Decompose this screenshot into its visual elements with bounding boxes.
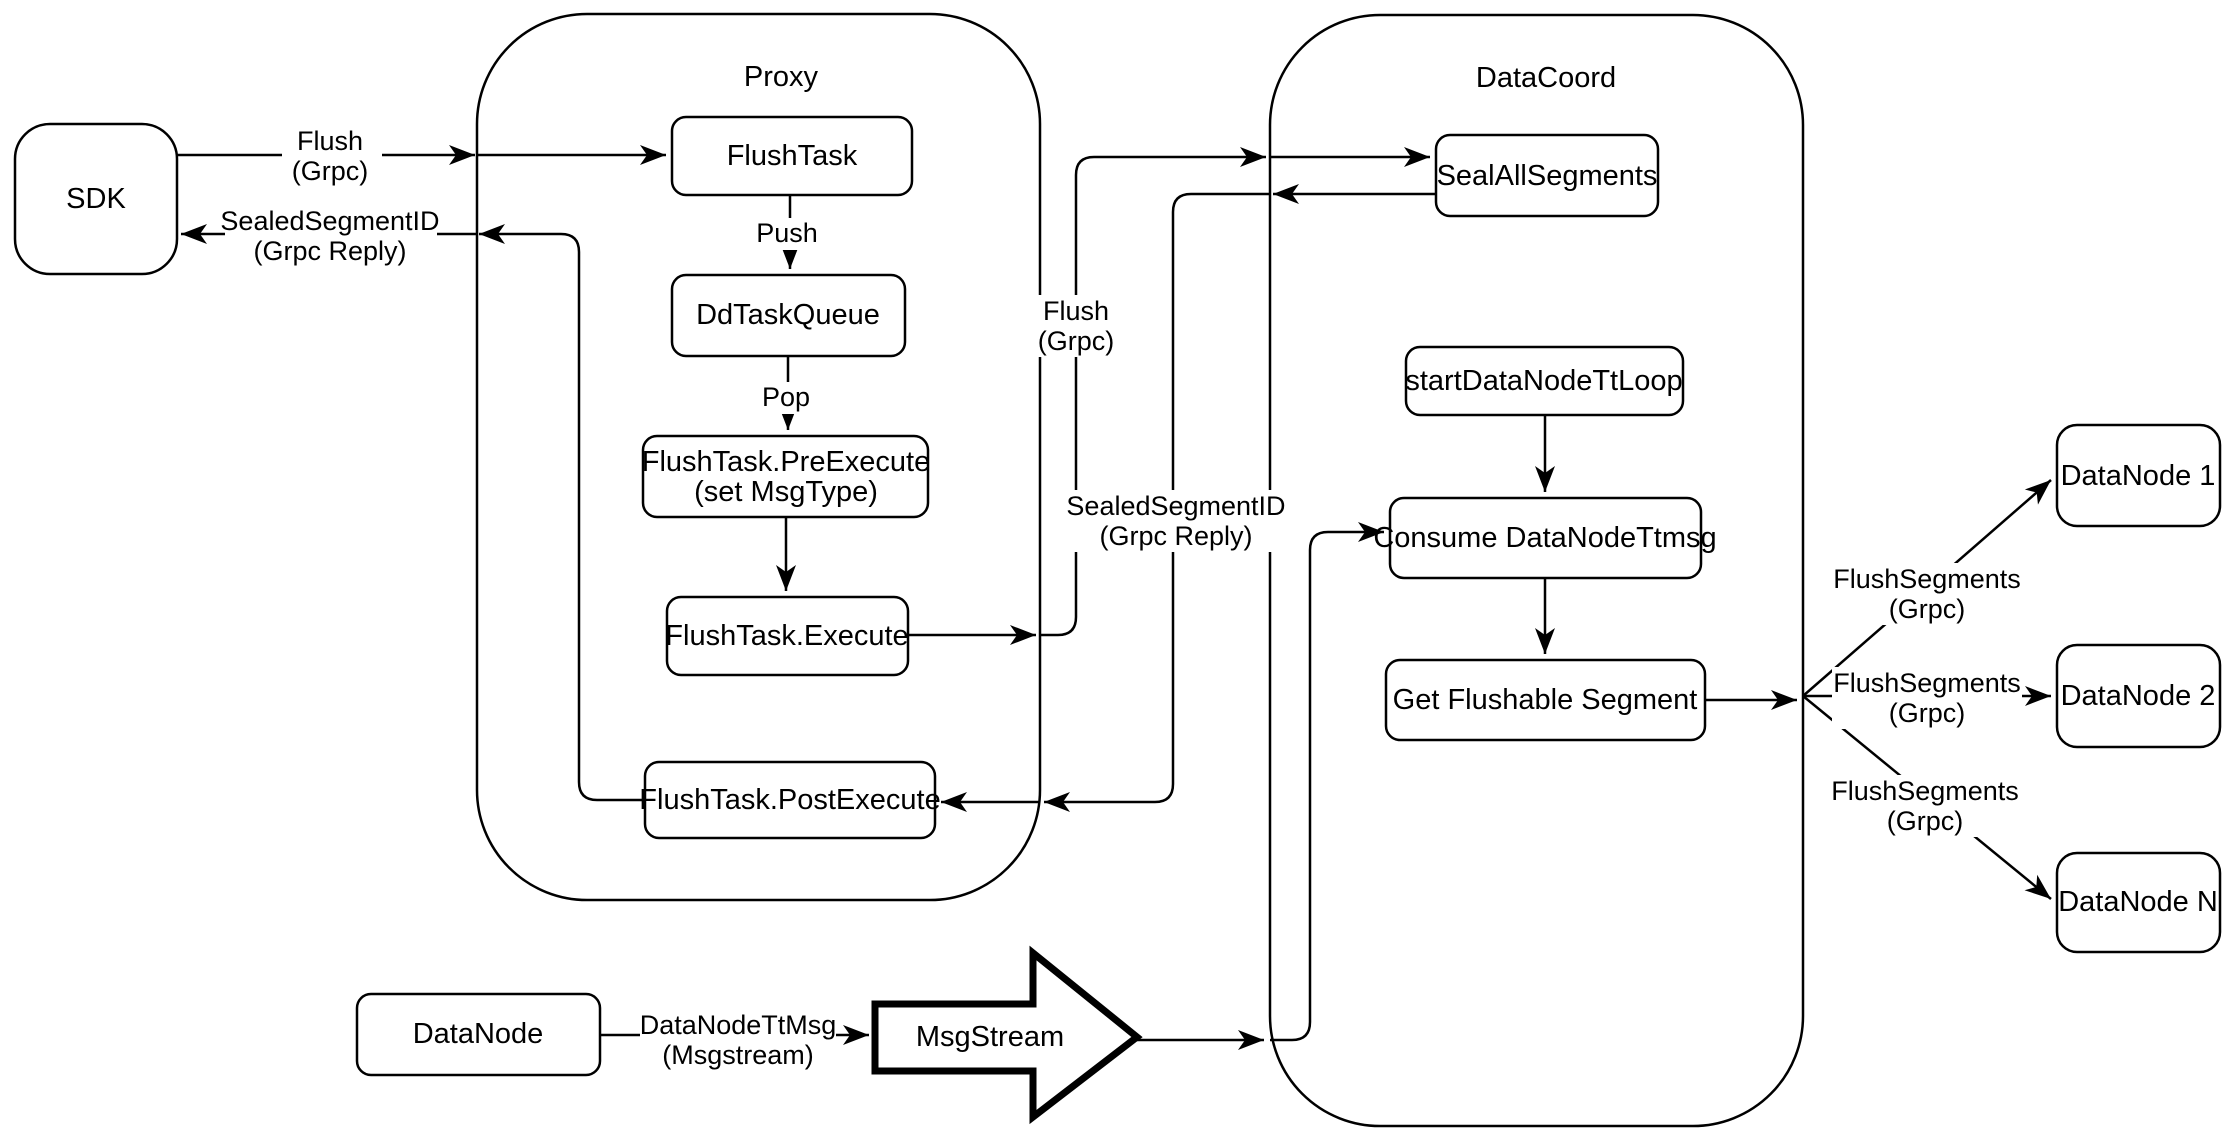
flush-grpc-mid-label-line1: Flush [1043, 296, 1109, 326]
sealedsegmentid-mid-label-line1: SealedSegmentID [1066, 491, 1285, 521]
push-label: Push [756, 218, 818, 248]
flush-grpc-sdk-label-line1: Flush [297, 126, 363, 156]
flushtask-label: FlushTask [727, 140, 858, 172]
label-bg [1070, 490, 1282, 552]
get-flushable-segment-node [1384, 658, 1707, 742]
datanode1-label: DataNode 1 [2061, 460, 2216, 492]
label-bg [755, 382, 819, 414]
preexecute-label-line1: FlushTask.PreExecute [642, 446, 931, 478]
sdk-label: SDK [66, 183, 126, 215]
get-flushable-segment-label: Get Flushable Segment [1393, 684, 1698, 716]
postexecute-node [643, 760, 937, 840]
consume-datanodettmsg-label: Consume DataNodeTtmsg [1373, 522, 1716, 554]
startdatanodettloop-node [1404, 345, 1685, 417]
msgstream-block-arrow [871, 945, 1143, 1125]
ddtaskqueue-node [670, 273, 907, 358]
label-bg [750, 218, 826, 250]
proxy-title: Proxy [744, 61, 819, 93]
startdatanodettloop-label: startDataNodeTtLoop [1405, 365, 1682, 397]
flushsegments-3-label-line1: FlushSegments [1831, 776, 2019, 806]
datanode2-node [2055, 643, 2222, 749]
execute-label: FlushTask.Execute [665, 620, 908, 652]
datanoden-node [2055, 851, 2222, 954]
datanoden-label: DataNode N [2058, 886, 2218, 918]
flushsegments-1-label-line1: FlushSegments [1833, 564, 2021, 594]
flushsegments-2-label-line1: FlushSegments [1833, 668, 2021, 698]
sealedsegmentid-sdk-label-line2: (Grpc Reply) [253, 236, 406, 266]
datanode1-node [2055, 423, 2222, 528]
datanode-label: DataNode [413, 1018, 544, 1050]
label-bg [225, 206, 437, 266]
flushsegments-2-label-line2: (Grpc) [1889, 698, 1966, 728]
label-bg [1028, 295, 1126, 357]
execute-node [665, 595, 910, 677]
label-bg [1832, 667, 2022, 729]
datanodettmsg-label-line1: DataNodeTtMsg [640, 1010, 837, 1040]
flushsegments-3-label-line2: (Grpc) [1887, 806, 1964, 836]
flush-grpc-mid-label-line2: (Grpc) [1038, 326, 1115, 356]
label-bg [1830, 775, 2020, 837]
preexecute-node [641, 434, 930, 519]
flushsegments-1-label-line2: (Grpc) [1889, 594, 1966, 624]
datanode2-label: DataNode 2 [2061, 680, 2216, 712]
ddtaskqueue-label: DdTaskQueue [696, 299, 880, 331]
preexecute-label-line2: (set MsgType) [694, 476, 878, 508]
edge-postexecute-to-proxy-border [479, 224, 645, 802]
sealallsegments-node [1434, 133, 1660, 218]
sealallsegments-label: SealAllSegments [1437, 160, 1658, 192]
label-bg [1832, 563, 2022, 625]
msgstream-label: MsgStream [916, 1021, 1064, 1053]
sdk-node [13, 122, 179, 276]
diagram-root: Proxy DataCoord SDK FlushTask DdTaskQueu… [13, 12, 2222, 1128]
edge-msgstream-into-consume [1270, 522, 1384, 1042]
flush-grpc-sdk-label-line2: (Grpc) [292, 156, 369, 186]
consume-datanodettmsg-node [1388, 496, 1703, 580]
edge-flush-grpc-to-datacoord-border [1040, 147, 1266, 637]
sealedsegmentid-mid-label-line2: (Grpc Reply) [1099, 521, 1252, 551]
datanode-node [355, 992, 602, 1077]
flushtask-node [670, 115, 914, 197]
datacoord-title: DataCoord [1476, 62, 1616, 94]
label-bg [282, 127, 382, 187]
sealedsegmentid-sdk-label-line1: SealedSegmentID [220, 206, 439, 236]
label-bg [640, 1009, 836, 1071]
datanodettmsg-label-line2: (Msgstream) [662, 1040, 814, 1070]
pop-label: Pop [762, 382, 810, 412]
postexecute-label: FlushTask.PostExecute [639, 784, 940, 816]
